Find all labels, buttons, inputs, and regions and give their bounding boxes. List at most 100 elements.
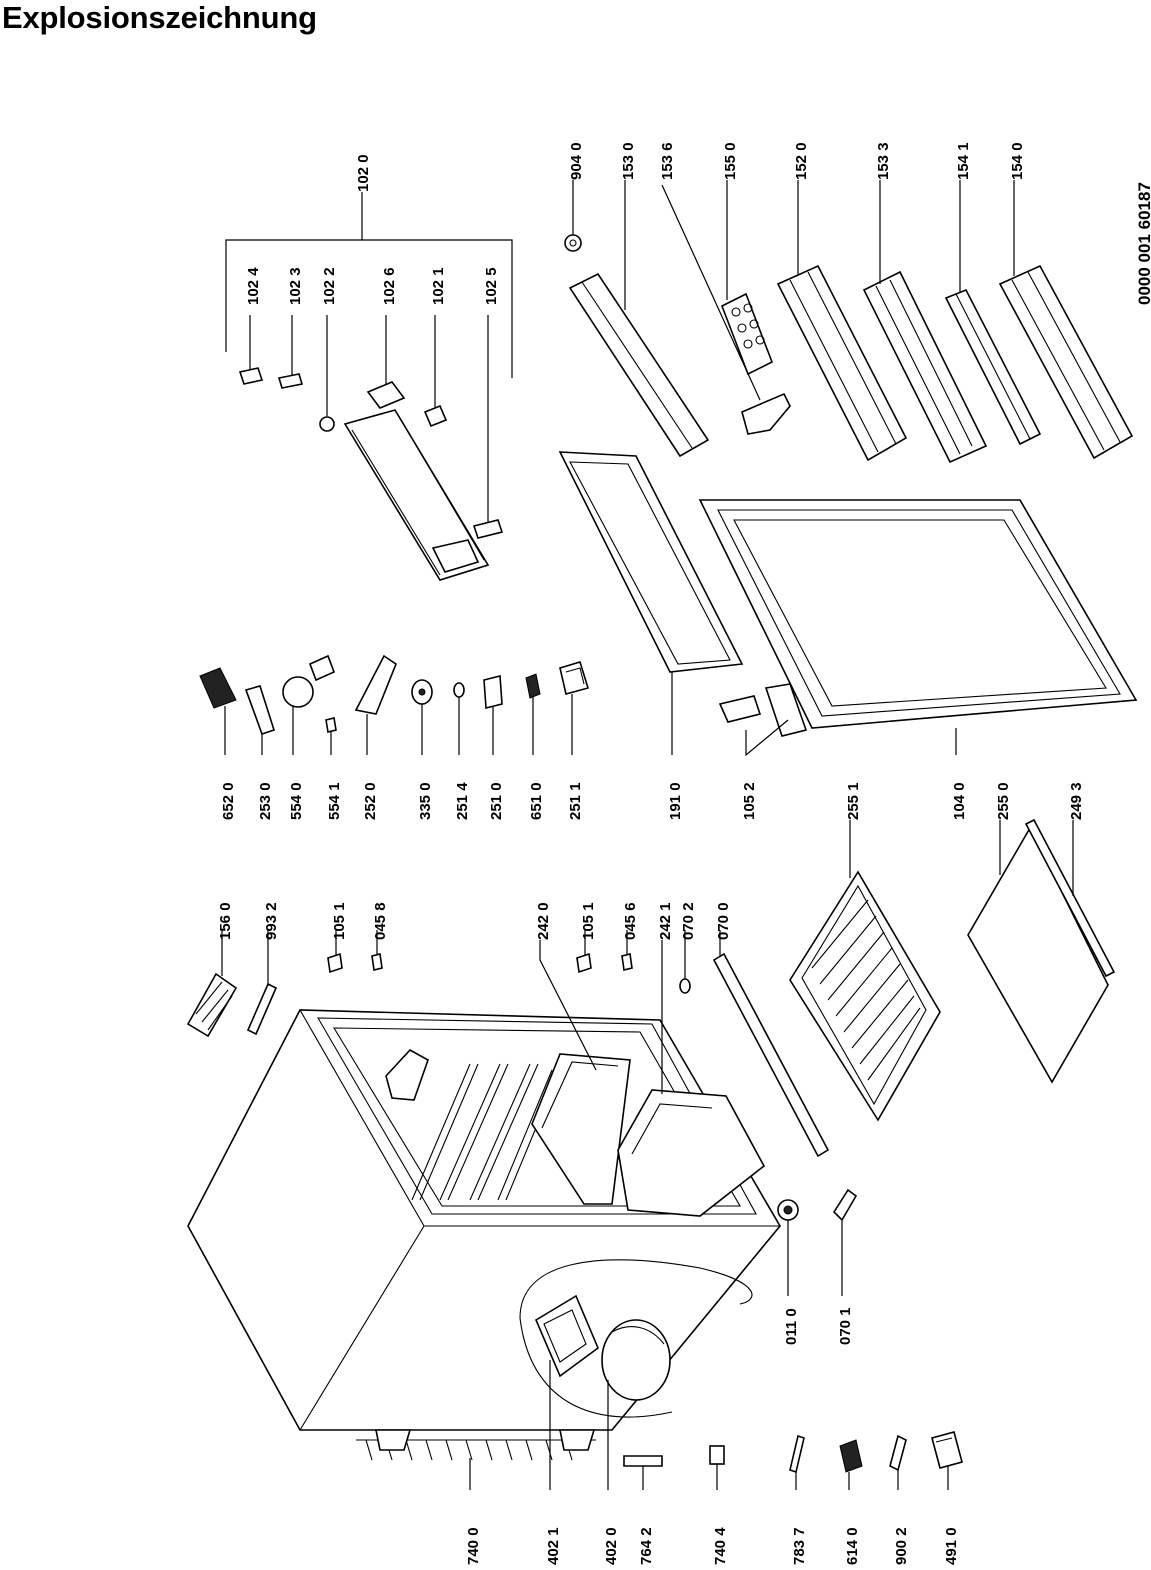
label-652-0: 652 0	[220, 782, 237, 820]
label-242-1: 242 1	[657, 902, 674, 940]
part-251-4	[453, 682, 465, 698]
label-402-0: 402 0	[603, 1527, 620, 1565]
part-191-0	[558, 451, 744, 673]
label-102-3: 102 3	[287, 267, 304, 305]
part-491-0	[931, 1431, 963, 1469]
part-cabinet-body	[187, 1009, 781, 1431]
part-070-1	[832, 1188, 858, 1222]
label-153-0: 153 0	[620, 142, 637, 180]
label-554-0: 554 0	[288, 782, 305, 820]
label-102-1: 102 1	[430, 267, 447, 305]
label-102-2: 102 2	[321, 267, 338, 305]
part-153-0	[568, 272, 710, 458]
part-105-2b	[764, 683, 808, 737]
label-191-0: 191 0	[667, 782, 684, 820]
part-104-0	[698, 499, 1138, 729]
label-253-0: 253 0	[257, 782, 274, 820]
part-740-4	[709, 1445, 725, 1465]
part-614-0	[839, 1439, 863, 1473]
part-652-0	[199, 667, 237, 709]
small-parts-group: 156 0 993 2 105 1 045 8 105 1 045 6 070 …	[186, 902, 830, 1158]
part-153-3	[862, 270, 988, 464]
part-554-0	[282, 676, 314, 708]
part-402-1	[534, 1294, 599, 1378]
part-152-0	[776, 264, 908, 462]
label-740-0: 740 0	[465, 1527, 482, 1565]
label-156-0: 156 0	[217, 902, 234, 940]
label-614-0: 614 0	[844, 1527, 861, 1565]
part-045-6	[621, 953, 633, 971]
part-102-3	[277, 373, 304, 389]
label-251-0: 251 0	[488, 782, 505, 820]
label-904-0: 904 0	[568, 142, 585, 180]
part-900-2	[889, 1434, 907, 1472]
part-251-0	[483, 674, 503, 710]
label-783-7: 783 7	[791, 1527, 808, 1565]
label-102-4: 102 4	[245, 267, 262, 305]
label-105-2: 105 2	[741, 782, 758, 820]
part-242-1	[617, 1089, 766, 1217]
label-154-0: 154 0	[1009, 142, 1026, 180]
label-153-6: 153 6	[659, 142, 676, 180]
label-251-4: 251 4	[454, 782, 471, 820]
part-105-1a	[327, 952, 343, 974]
part-783-7	[789, 1434, 805, 1474]
part-154-0	[998, 264, 1134, 460]
bottom-parts-group: 764 2 740 4 783 7 614 0 900 2 491 0	[623, 1431, 963, 1565]
label-102-0: 102 0	[355, 154, 372, 192]
label-152-0: 152 0	[793, 142, 810, 180]
part-lamp-housing	[385, 1048, 429, 1101]
cabinet-group: 242 0 242 1 740 0 402 1 402 0	[187, 902, 858, 1565]
label-249-3: 249 3	[1068, 782, 1085, 820]
part-102-4	[238, 367, 264, 385]
label-070-1: 070 1	[837, 1307, 854, 1345]
label-252-0: 252 0	[362, 782, 379, 820]
part-251-1	[559, 661, 590, 695]
label-402-1: 402 1	[545, 1527, 562, 1565]
part-153-6	[741, 392, 791, 435]
label-105-1b: 105 1	[580, 902, 597, 940]
part-070-0	[712, 952, 830, 1158]
part-554-1	[325, 717, 337, 733]
part-102-2	[319, 416, 335, 432]
label-242-0: 242 0	[535, 902, 552, 940]
part-105-2a	[718, 695, 762, 723]
part-102-0-panel	[343, 409, 490, 581]
part-249-3	[1024, 818, 1116, 978]
label-554-1: 554 1	[326, 782, 343, 820]
label-993-2: 993 2	[263, 902, 280, 940]
label-154-1: 154 1	[955, 142, 972, 180]
part-253-0	[244, 685, 276, 736]
label-045-8: 045 8	[372, 902, 389, 940]
label-011-0: 011 0	[783, 1308, 800, 1345]
label-491-0: 491 0	[943, 1527, 960, 1565]
label-070-0: 070 0	[715, 902, 732, 940]
label-070-2: 070 2	[680, 902, 697, 940]
door-shelves-group: 904 0 153 0 153 6 155 0 152 0 153 3 154 …	[564, 142, 1134, 464]
label-155-0: 155 0	[722, 142, 739, 180]
label-102-6: 102 6	[381, 267, 398, 305]
part-102-6	[366, 381, 406, 409]
label-104-0: 104 0	[951, 782, 968, 820]
part-651-0	[525, 673, 541, 699]
part-993-2	[246, 982, 278, 1036]
part-255-1	[789, 870, 941, 1122]
document-number: 0000 001 60187	[1135, 182, 1151, 305]
part-242-0	[531, 1053, 631, 1205]
part-105-1b	[576, 952, 592, 974]
part-904-0	[564, 234, 582, 252]
label-153-3: 153 3	[875, 142, 892, 180]
part-156-0	[186, 972, 238, 1038]
part-102-5	[472, 519, 504, 539]
label-251-1: 251 1	[567, 782, 584, 820]
label-255-1: 255 1	[845, 782, 862, 820]
label-335-0: 335 0	[417, 782, 434, 820]
label-105-1a: 105 1	[331, 902, 348, 940]
part-155-0	[720, 292, 774, 376]
part-255-0	[967, 826, 1109, 1084]
label-255-0: 255 0	[995, 782, 1012, 820]
part-102-1	[423, 404, 448, 428]
control-parts-group: 652 0 253 0 554 0 554 1 252 0 335 0 251 …	[199, 654, 590, 820]
part-252-0	[354, 654, 397, 715]
